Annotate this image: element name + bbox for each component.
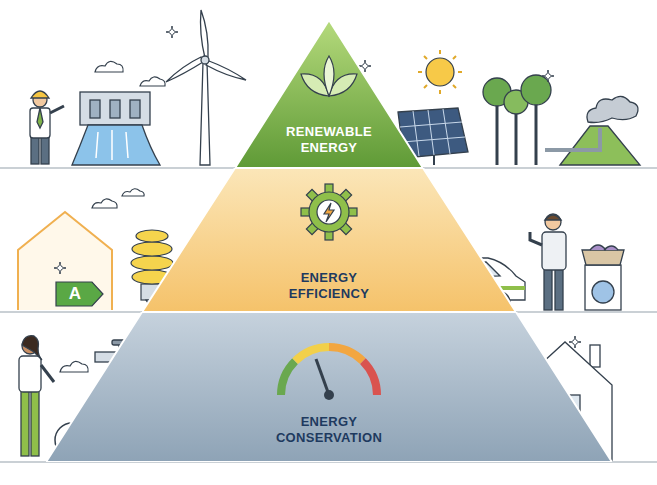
cloud	[122, 189, 144, 196]
band-shape	[317, 200, 341, 224]
worker-figure	[31, 136, 39, 164]
woman-figure	[41, 365, 54, 382]
band-shape	[301, 56, 357, 96]
cloud	[92, 199, 117, 208]
wind-turbine	[166, 10, 246, 165]
sun	[418, 50, 462, 94]
woman-figure	[31, 390, 39, 456]
cfl-bulb	[131, 256, 173, 270]
trees	[521, 75, 551, 105]
cfl-bulb	[136, 230, 168, 242]
band-shape	[295, 347, 329, 361]
house-outline	[56, 282, 103, 306]
wind-turbine	[206, 61, 246, 80]
worker-figure	[37, 108, 43, 128]
trees	[483, 75, 551, 165]
house-outline	[18, 212, 112, 310]
band-shape	[235, 20, 423, 168]
person-figure	[542, 232, 566, 270]
band-shape	[142, 168, 516, 312]
dam-waterfall	[72, 125, 160, 165]
washing-machine	[582, 250, 624, 265]
geothermal-plant	[587, 96, 638, 122]
band-shape	[324, 203, 334, 222]
band-title: ENERGY EFFICIENCY	[269, 270, 389, 302]
worker-figure	[41, 136, 49, 164]
dam-waterfall	[80, 92, 150, 125]
sun	[426, 58, 454, 86]
dam-waterfall	[110, 100, 120, 118]
band-shape	[316, 359, 329, 395]
cfl-bulb	[132, 242, 172, 256]
woman-figure	[22, 336, 42, 360]
band-shape	[46, 312, 612, 462]
band-shape	[281, 347, 377, 395]
cloud	[95, 61, 165, 86]
person-figure	[555, 268, 563, 310]
cloud	[60, 361, 88, 372]
band-shape	[301, 184, 357, 240]
sparkle	[166, 26, 178, 38]
sparkle	[54, 262, 66, 274]
wind-turbine	[201, 56, 209, 64]
band-shape	[324, 56, 334, 96]
efficiency-band: ENERGY EFFICIENCY	[142, 168, 516, 312]
woman-figure	[21, 390, 29, 456]
band-shape	[301, 184, 357, 240]
cloud	[92, 189, 144, 208]
wind-turbine	[201, 10, 209, 58]
wind-turbine	[200, 62, 210, 165]
woman-figure	[19, 356, 41, 392]
house	[590, 345, 600, 367]
dam-waterfall	[96, 130, 128, 160]
dam-waterfall	[130, 100, 140, 118]
person-figure	[530, 232, 542, 245]
dam-waterfall	[90, 100, 100, 118]
sun	[418, 50, 462, 94]
wind-turbine	[166, 57, 203, 82]
woman-figure	[19, 336, 54, 456]
band-shape	[281, 361, 295, 395]
person-figure	[544, 268, 552, 310]
cloud	[140, 77, 165, 86]
band-title: RENEWABLE ENERGY	[273, 124, 385, 156]
label-box: A	[56, 283, 94, 305]
band-shape	[363, 361, 377, 395]
geothermal-plant	[545, 128, 600, 150]
geothermal-plant	[545, 96, 640, 165]
renewable-band: RENEWABLE ENERGY	[235, 20, 423, 168]
person-figure	[545, 214, 561, 230]
washing-machine	[592, 281, 614, 303]
sparkle	[569, 336, 581, 348]
dam-waterfall	[72, 92, 160, 165]
person-figure	[545, 215, 561, 220]
conservation-band: ENERGY CONSERVATION	[46, 312, 612, 462]
shelf-line	[0, 168, 657, 462]
sparkle	[542, 70, 554, 82]
trees	[535, 100, 538, 165]
band-title: ENERGY CONSERVATION	[264, 414, 394, 446]
energy-rating-letter: A	[56, 283, 94, 305]
worker-figure	[31, 91, 49, 98]
band-shape	[329, 347, 363, 361]
cloud	[60, 361, 88, 372]
worker-figure	[50, 106, 64, 113]
worker-figure	[30, 108, 50, 138]
trees	[515, 108, 518, 165]
band-shape	[309, 192, 349, 232]
house-outline	[18, 212, 112, 310]
trees	[496, 100, 499, 165]
cloud	[95, 61, 123, 72]
worker-figure	[30, 91, 64, 164]
washing-machine	[585, 265, 621, 310]
washing-machine	[582, 245, 624, 310]
band-shape	[324, 390, 334, 400]
washing-machine	[590, 245, 618, 250]
person-figure	[530, 214, 566, 310]
